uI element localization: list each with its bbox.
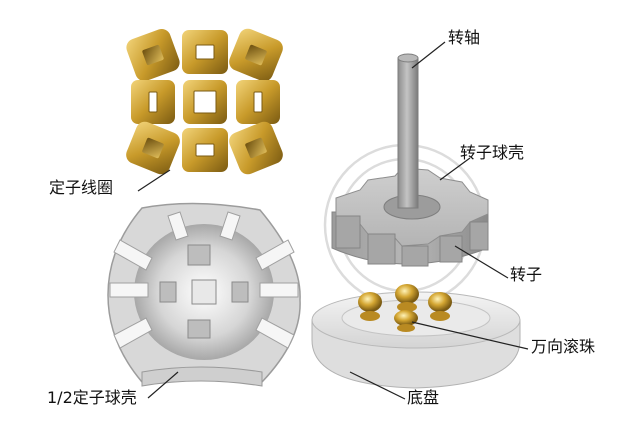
stator-coil-2 bbox=[182, 30, 228, 74]
stator-coil-grid bbox=[126, 28, 283, 175]
leader-rotor bbox=[454, 245, 509, 279]
label-rotor: 转子 bbox=[510, 265, 543, 284]
stator-coil-3 bbox=[229, 28, 283, 82]
stator-coil-4 bbox=[131, 80, 175, 124]
label-stator-coil: 定子线圈 bbox=[49, 178, 114, 197]
universal-ball-2 bbox=[395, 284, 419, 312]
stator-coil-1 bbox=[126, 28, 180, 82]
rotor bbox=[331, 167, 489, 267]
universal-ball-3 bbox=[428, 292, 452, 321]
stator-coil-5 bbox=[183, 80, 227, 124]
leader-shaft bbox=[411, 41, 446, 69]
leader-rotor-shell bbox=[439, 157, 471, 181]
label-rotor-shell: 转子球壳 bbox=[460, 143, 525, 162]
leader-lines bbox=[137, 41, 529, 400]
shaft bbox=[397, 53, 419, 209]
half-stator-shell bbox=[107, 202, 301, 387]
leader-base-plate bbox=[349, 371, 406, 400]
label-universal-ball: 万向滚珠 bbox=[531, 337, 596, 356]
universal-balls bbox=[358, 284, 452, 332]
stator-coil-9 bbox=[229, 121, 283, 175]
leader-stator-coil bbox=[137, 169, 171, 192]
stator-coil-6 bbox=[236, 80, 280, 124]
leader-half-stator-shell bbox=[147, 371, 179, 399]
label-half-stator-shell: 1/2定子球壳 bbox=[47, 388, 137, 407]
stator-coil-7 bbox=[126, 121, 180, 175]
stator-coil-8 bbox=[182, 128, 228, 172]
leader-universal-ball bbox=[411, 321, 529, 350]
label-shaft: 转轴 bbox=[448, 28, 481, 47]
label-base-plate: 底盘 bbox=[407, 388, 440, 407]
universal-ball-1 bbox=[358, 292, 382, 321]
universal-ball-4 bbox=[394, 310, 418, 332]
